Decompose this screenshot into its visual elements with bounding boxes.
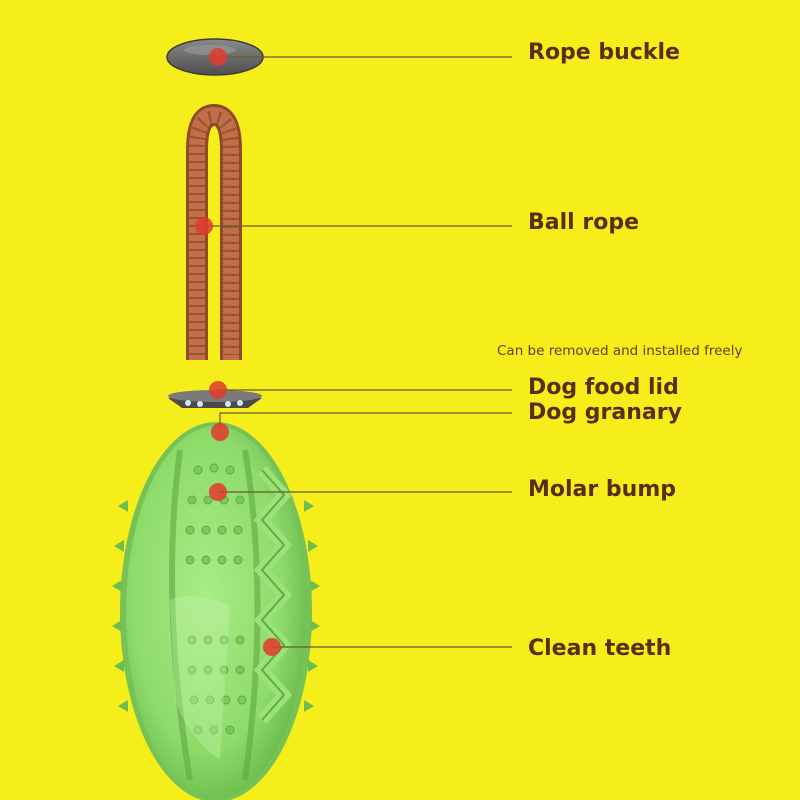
leader-lines — [204, 56, 512, 648]
marker-clean-teeth — [263, 638, 281, 656]
label-ball-rope: Ball rope — [528, 210, 639, 235]
label-dog-granary: Dog granary — [528, 400, 682, 425]
label-molar-bump: Molar bump — [528, 477, 676, 502]
marker-rope-buckle — [209, 48, 227, 66]
marker-ball-rope — [195, 217, 213, 235]
markers — [195, 48, 281, 656]
leader-line-dog-granary — [219, 412, 512, 430]
marker-dog-granary — [211, 423, 229, 441]
label-dog-food-lid: Dog food lid — [528, 375, 679, 400]
marker-molar-bump — [209, 483, 227, 501]
label-clean-teeth: Clean teeth — [528, 636, 672, 661]
label-rope-buckle: Rope buckle — [528, 40, 680, 65]
dog-granary-ball — [112, 422, 320, 800]
ball-rope-part — [186, 103, 242, 360]
note-removable: Can be removed and installed freely — [497, 343, 743, 359]
marker-dog-food-lid — [209, 381, 227, 399]
